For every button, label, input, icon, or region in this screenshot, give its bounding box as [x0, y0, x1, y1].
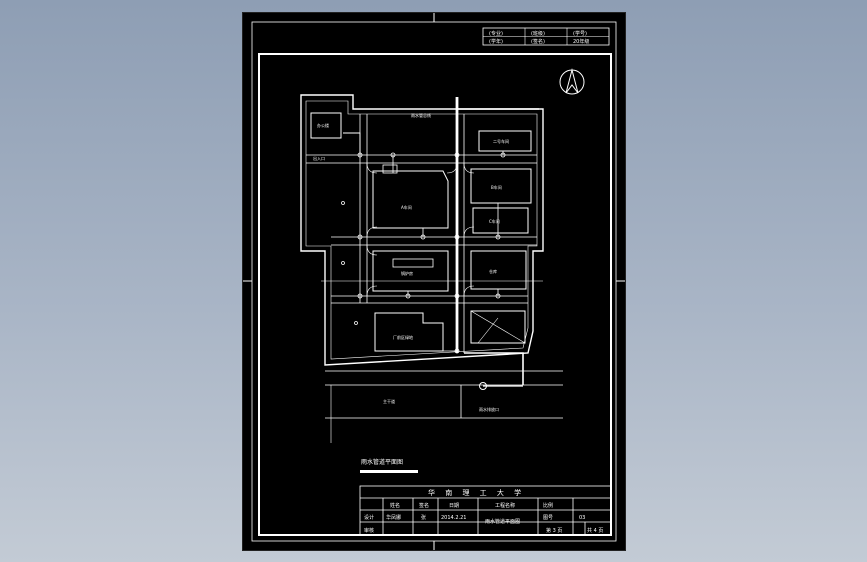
label-road-top: 雨水管总线	[411, 112, 431, 118]
tb-designer: 华凤娜	[386, 514, 401, 521]
label-bldg-mid3: 锅炉房	[401, 270, 413, 276]
label-bldg-tr: 二号车间	[493, 138, 509, 144]
tb-total: 共 4 页	[587, 527, 603, 534]
tb-sheet: 第 3 页	[546, 527, 562, 534]
header-cell-2: (学号)	[573, 30, 587, 37]
subtitle-underline	[360, 470, 418, 473]
label-gate: 出入口	[313, 155, 325, 161]
tb-sign: 张	[421, 514, 426, 521]
tb-col-name: 姓名	[390, 502, 400, 509]
label-bldg-mid2: B车间	[491, 184, 502, 190]
manholes	[341, 152, 506, 354]
header-cell-5: 20年级	[573, 38, 589, 45]
tb-col-sign: 签名	[419, 502, 429, 509]
tb-drawing-no-label: 图号	[543, 515, 553, 521]
tb-project-label: 工程名称	[495, 502, 515, 509]
tb-scale-label: 比例	[543, 502, 553, 509]
label-outfall: 雨水排放口	[479, 406, 499, 412]
label-road-bottom: 主干道	[383, 398, 395, 404]
label-bldg-bottom: 厂前区绿地	[393, 334, 413, 340]
north-arrow-icon	[559, 68, 585, 95]
label-bldg-mid4: C车间	[489, 218, 500, 224]
drawing-subtitle: 雨水管道平面图	[361, 458, 403, 466]
outer-frame	[251, 21, 617, 542]
tb-col-date: 日期	[449, 503, 459, 509]
drawing-sheet: (专业) (班级) (学号) (学年) (签名) 20年级	[243, 13, 625, 550]
cad-viewport[interactable]: (专业) (班级) (学号) (学年) (签名) 20年级	[242, 12, 626, 551]
label-bldg-tl: 办公楼	[317, 122, 329, 128]
label-bldg-right2: 仓库	[489, 268, 497, 274]
tb-row-review: 审核	[364, 527, 374, 534]
plan-labels: 雨水管总线 办公楼 二号车间 A车间 B车间 锅炉房 C车间 仓库 厂前区绿地 …	[313, 112, 509, 412]
header-cell-0: (专业)	[489, 30, 503, 37]
header-cell-4: (签名)	[531, 38, 545, 45]
tb-drawing-title: 雨水管道平面图	[485, 518, 520, 525]
title-block	[359, 485, 612, 536]
tb-date: 2014.2.21	[441, 515, 466, 521]
header-cell-3: (学年)	[489, 38, 503, 45]
header-cell-1: (班级)	[531, 30, 545, 37]
inner-frame	[258, 53, 612, 536]
header-table: (专业) (班级) (学号) (学年) (签名) 20年级	[482, 27, 610, 46]
tb-university: 华 南 理 工 大 学	[428, 488, 525, 497]
tb-drawing-no: 03	[579, 515, 585, 521]
site-plan	[300, 94, 563, 443]
tb-row-design: 设计	[364, 514, 374, 521]
label-bldg-mid1: A车间	[401, 204, 412, 210]
